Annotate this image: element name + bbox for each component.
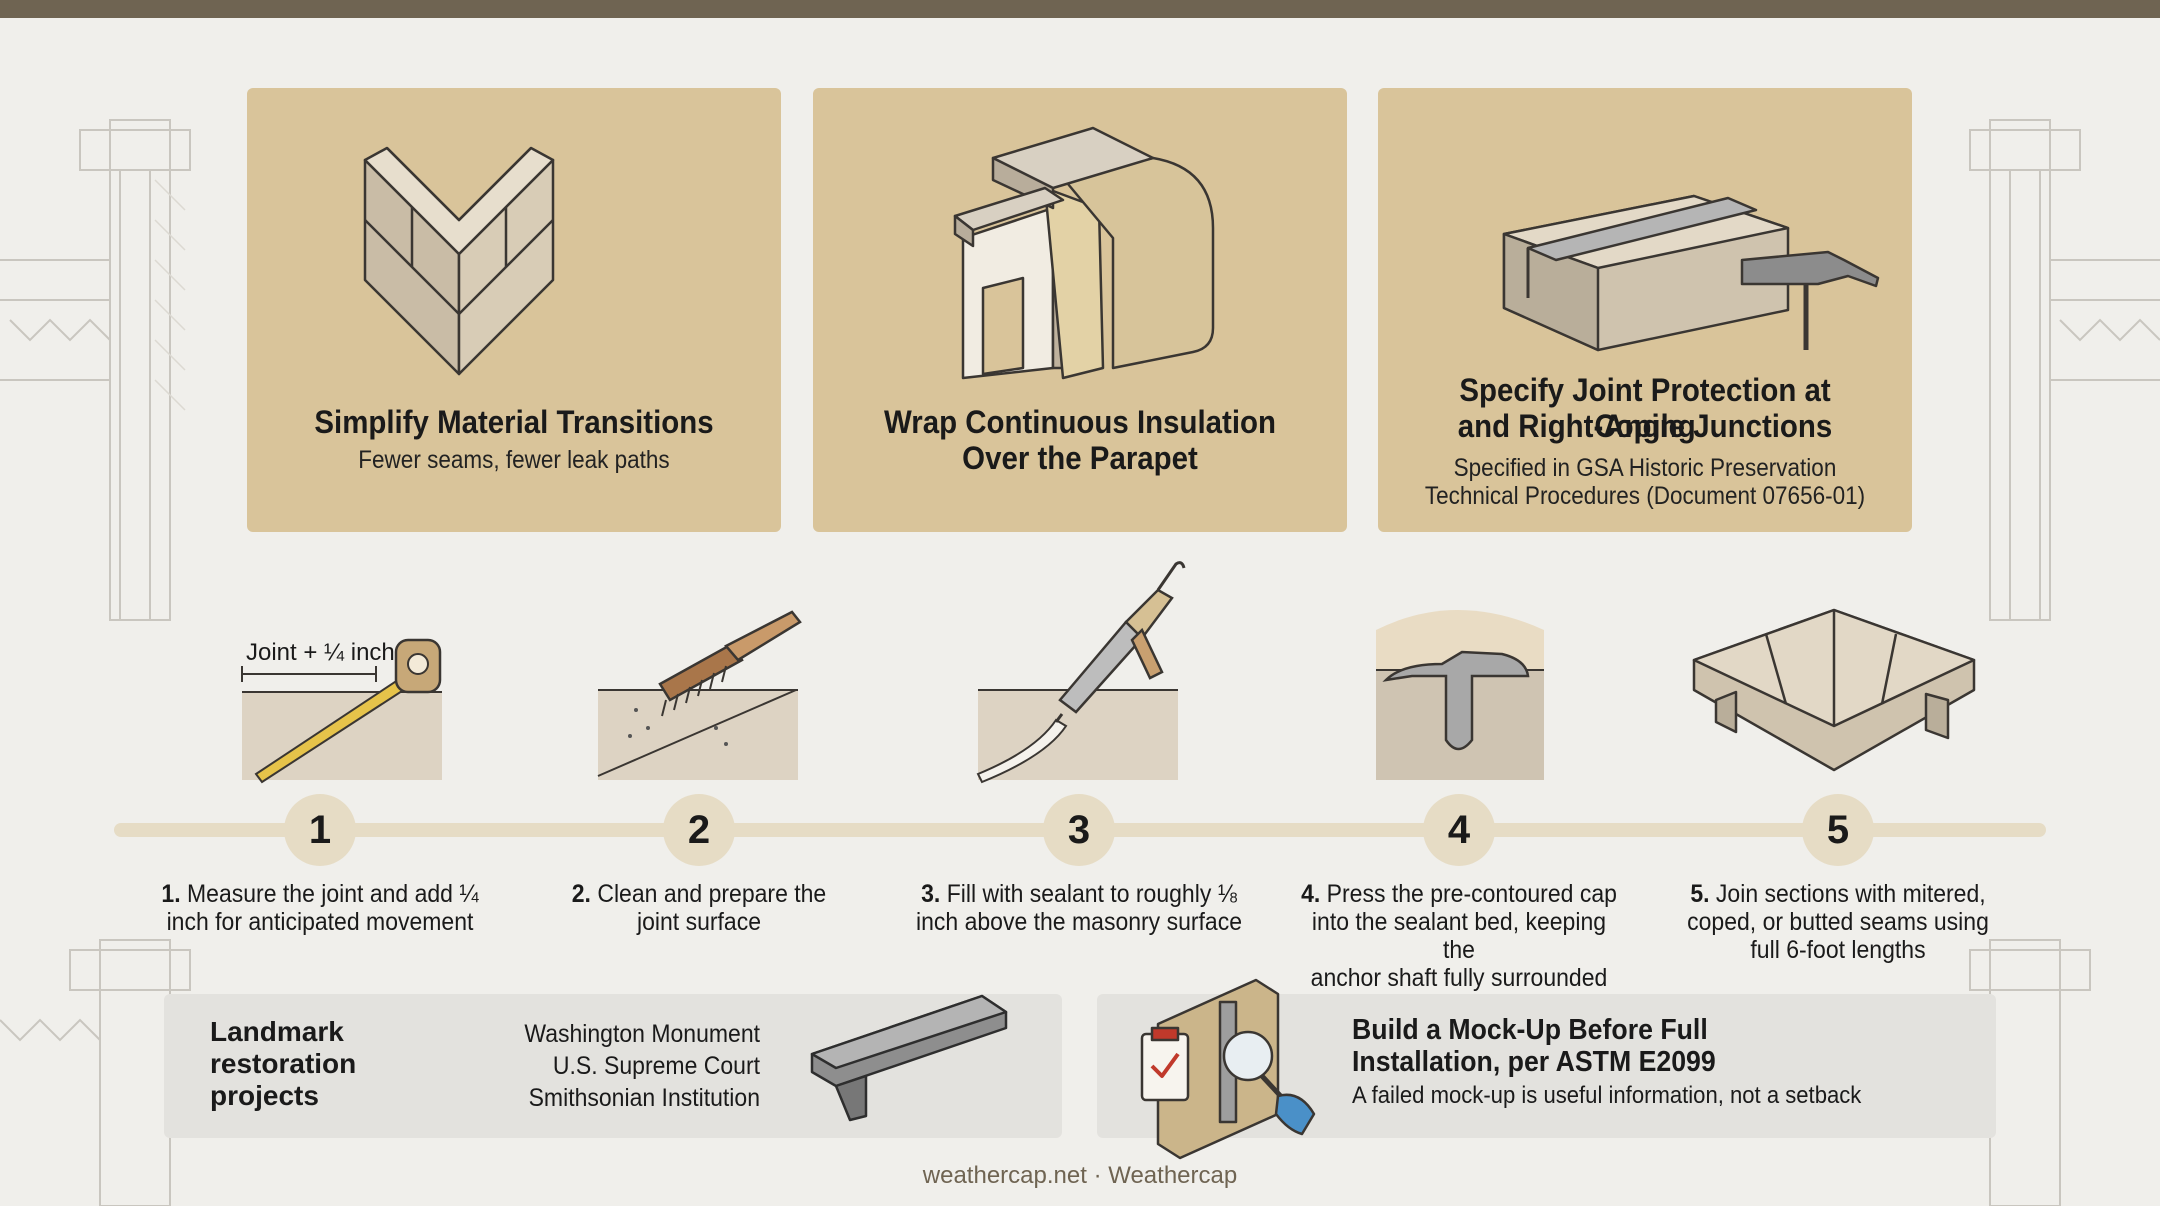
card-title: Simplify Material Transitions [314, 404, 714, 440]
cap-anchor-icon [1376, 610, 1544, 780]
card-title-line1: Specify Joint Protection at Coping [1459, 372, 1831, 444]
landmark-projects-panel [164, 994, 1062, 1138]
caulking-gun-icon [976, 561, 1186, 784]
card-subtitle: Fewer seams, fewer leak paths [358, 446, 670, 474]
card-title-line2: Over the Parapet [962, 440, 1198, 476]
step-description-2: 2. Clean and prepare the joint surface [571, 880, 827, 936]
step-number-5: 5 [1802, 794, 1874, 866]
insulated-parapet-illustration [953, 126, 1215, 380]
card-joint-protection: Specify Joint Protection at Coping and R… [1378, 88, 1912, 532]
card-simplify-transitions: Simplify Material Transitions Fewer seam… [247, 88, 781, 532]
footer-separator: · [1093, 1162, 1102, 1189]
measure-label: Joint + ¼ inch [246, 639, 395, 666]
card-wrap-insulation: Wrap Continuous Insulation Over the Para… [813, 88, 1347, 532]
mockup-heading: Build a Mock-Up Before Full Installation… [1352, 1014, 1716, 1078]
mitered-coping-icon [1692, 608, 1976, 772]
mockup-inspection-icon [1140, 978, 1316, 1160]
landmark-item: Smithsonian Institution [528, 1084, 760, 1112]
step-description-1: 1. Measure the joint and add ¼ inch for … [161, 880, 479, 936]
step-description-3: 3. Fill with sealant to roughly ⅛ inch a… [915, 880, 1242, 936]
tape-measure-icon: Joint + ¼ inch [241, 638, 442, 784]
footer: weathercap.net · Weathercap [0, 1162, 2160, 1190]
step-number-2: 2 [663, 794, 735, 866]
mockup-subtitle: A failed mock-up is useful information, … [1352, 1082, 1862, 1109]
card-subtitle-line2: Technical Procedures (Document 07656-01) [1424, 482, 1866, 510]
corner-block-illustration [363, 146, 555, 376]
footer-brand: Weathercap [1108, 1162, 1238, 1189]
landmark-item: U.S. Supreme Court [552, 1052, 760, 1080]
step-description-4: 4. Press the pre-contoured cap into the … [1301, 880, 1617, 992]
footer-site[interactable]: weathercap.net [922, 1162, 1087, 1189]
step-number-3: 3 [1043, 794, 1115, 866]
metal-coping-cap-icon [810, 994, 1008, 1122]
card-subtitle-line1: Specified in GSA Historic Preservation [1453, 454, 1837, 482]
coping-joint-cover-illustration [1502, 194, 1880, 352]
card-title-line2: and Right-Angle Junctions [1457, 408, 1833, 444]
landmark-projects-heading: Landmark restoration projects [210, 1016, 357, 1111]
wire-brush-icon [597, 610, 802, 780]
landmark-projects-list: Washington Monument U.S. Supreme Court S… [466, 1018, 760, 1114]
background-parapet-sketch-left [0, 119, 191, 1206]
step-number-4: 4 [1423, 794, 1495, 866]
step-number-1: 1 [284, 794, 356, 866]
step-description-5: 5. Join sections with mitered, coped, or… [1687, 880, 1989, 964]
top-bar [0, 0, 2160, 18]
card-title-line1: Wrap Continuous Insulation [884, 404, 1276, 440]
landmark-item: Washington Monument [524, 1020, 760, 1048]
